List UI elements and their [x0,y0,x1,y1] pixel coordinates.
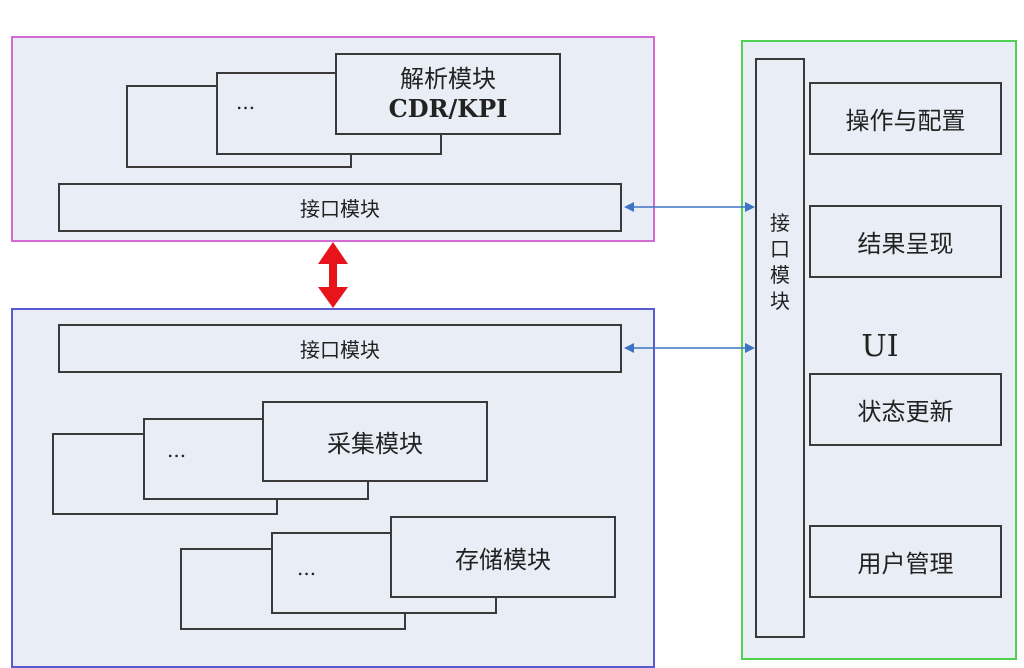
parse-interface-label: 接口模块 [300,197,380,221]
ui-item-status-label: 状态更新 [857,398,954,426]
ui-item-users-label: 用户管理 [857,550,954,578]
collect-module-label: 采集模块 [327,430,423,458]
ui-item-config: 操作与配置 [809,82,1002,155]
collect-module-box: 采集模块 [262,401,488,482]
ui-item-config-label: 操作与配置 [845,107,966,135]
ui-item-results: 结果呈现 [809,205,1002,278]
parse-module-box: 解析模块 CDR/KPI [335,53,561,135]
ui-interface-char-1: 接 [770,211,790,235]
blue-connector-bottom [624,343,755,353]
collect-interface-label: 接口模块 [300,338,380,362]
ui-interface-module: 接 口 模 块 [755,58,805,638]
collect-interface-module: 接口模块 [58,324,622,373]
storage-module-box: 存储模块 [390,516,616,598]
blue-connector-top [624,202,755,212]
storage-module-label: 存储模块 [455,545,551,574]
ui-interface-char-2: 口 [770,237,790,261]
parse-module-subtitle: CDR/KPI [388,94,508,123]
ui-interface-char-3: 模 [770,263,790,287]
parse-ellipsis: ... [236,90,256,114]
ui-interface-char-4: 块 [770,289,790,313]
storage-ellipsis: ... [297,556,317,580]
red-double-arrow [318,242,348,308]
ui-label: UI [840,322,920,370]
parse-module-title: 解析模块 [400,65,496,93]
ui-label-text: UI [861,328,899,364]
ui-item-users: 用户管理 [809,525,1002,598]
ui-item-results-label: 结果呈现 [857,230,954,258]
ui-item-status: 状态更新 [809,373,1002,446]
collect-ellipsis: ... [167,438,187,462]
parse-interface-module: 接口模块 [58,183,622,232]
